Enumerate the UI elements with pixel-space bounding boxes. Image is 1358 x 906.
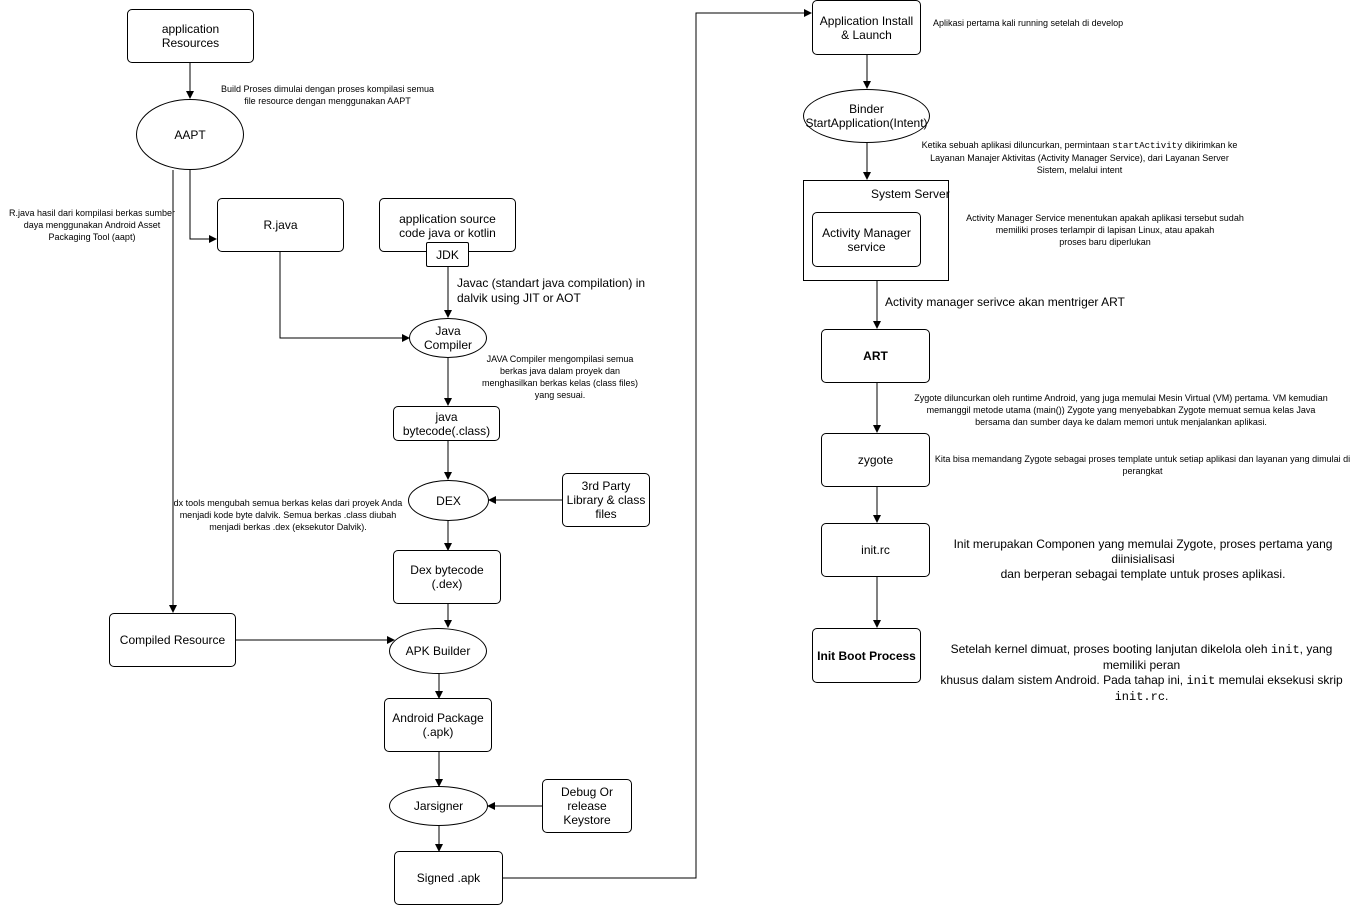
start-activity-text-2: dikirimkan ke Layanan Manajer Aktivitas … (930, 140, 1238, 175)
android-package-node[interactable]: Android Package (.apk) (384, 698, 492, 752)
start-activity-note: Ketika sebuah aplikasi diluncurkan, perm… (912, 139, 1247, 176)
ams-trigger-art-note: Activity manager serivce akan mentriger … (885, 295, 1125, 309)
kernel-text-2: , yang memiliki peran khusus dalam siste… (940, 642, 1333, 687)
application-source-code-node[interactable]: application source code java or kotlin (379, 198, 516, 252)
rjava-description-note: R.java hasil dari kompilasi berkas sumbe… (8, 208, 176, 242)
rjava-node[interactable]: R.java (217, 198, 344, 252)
apk-builder-label: APK Builder (405, 644, 471, 658)
java-bytecode-node[interactable]: java bytecode(.class) (393, 406, 500, 441)
javac-note: Javac (standart java compilation) in dal… (457, 276, 646, 305)
kernel-boot-note: Setelah kernel dimuat, proses booting la… (930, 642, 1353, 705)
install-description-note: Aplikasi pertama kali running setelah di… (933, 18, 1124, 28)
init-rc-label: init.rc (861, 543, 890, 557)
activity-manager-node[interactable]: Activity Manager service (812, 212, 921, 267)
start-activity-text-1: Ketika sebuah aplikasi diluncurkan, perm… (921, 140, 1113, 150)
keystore-label: Debug Or release Keystore (560, 785, 614, 827)
signed-apk-node[interactable]: Signed .apk (394, 851, 503, 905)
edge-rjava-to-java-compiler (279, 252, 410, 342)
jdk-node[interactable]: JDK (426, 242, 469, 267)
start-activity-code: startActivity (1112, 141, 1183, 151)
application-install-node[interactable]: Application Install & Launch (812, 0, 921, 55)
application-resources-node[interactable]: application Resources (127, 9, 254, 63)
init-boot-process-label: Init Boot Process (817, 648, 916, 663)
aapt-node[interactable]: AAPT (136, 99, 244, 170)
keystore-node[interactable]: Debug Or release Keystore (542, 779, 632, 833)
jarsigner-label: Jarsigner (413, 799, 464, 813)
edge-signed-apk-to-install (503, 9, 812, 879)
system-server-label: System Server (871, 187, 950, 201)
application-source-code-label: application source code java or kotlin (399, 212, 496, 240)
activity-manager-description-note: Activity Manager Service menentukan apak… (966, 213, 1244, 247)
zygote-template-note: Kita bisa memandang Zygote sebagai prose… (934, 454, 1351, 476)
application-install-label: Application Install & Launch (819, 13, 914, 42)
zygote-node[interactable]: zygote (821, 433, 930, 487)
jarsigner-node[interactable]: Jarsigner (389, 786, 488, 826)
java-compiler-label: Java Compiler (423, 324, 472, 352)
dx-tools-note: dx tools mengubah semua berkas kelas dar… (173, 498, 403, 532)
third-party-library-label: 3rd Party Library & class files (566, 479, 646, 521)
java-compiler-description-note: JAVA Compiler mengompilasi semua berkas … (481, 354, 639, 400)
aapt-label: AAPT (174, 127, 206, 142)
binder-node[interactable]: Binder StartApplication(Intent) (803, 89, 930, 143)
third-party-library-node[interactable]: 3rd Party Library & class files (562, 473, 650, 527)
application-resources-label: application Resources (161, 22, 220, 50)
java-bytecode-label: java bytecode(.class) (402, 409, 491, 438)
build-process-note: Build Proses dimulai dengan proses kompi… (220, 84, 435, 106)
activity-manager-label: Activity Manager service (822, 225, 911, 254)
dex-bytecode-label: Dex bytecode (.dex) (410, 563, 484, 591)
kernel-code-init-1: init (1270, 643, 1300, 657)
kernel-code-init-2: init (1186, 674, 1216, 688)
edge-aapt-to-rjava (189, 170, 217, 243)
compiled-resource-label: Compiled Resource (119, 633, 226, 647)
art-node[interactable]: ART (821, 329, 930, 383)
system-server-container[interactable] (803, 180, 949, 281)
init-boot-process-node[interactable]: Init Boot Process (812, 628, 921, 683)
android-package-label: Android Package (.apk) (392, 711, 484, 739)
zygote-label: zygote (857, 453, 894, 467)
compiled-resource-node[interactable]: Compiled Resource (109, 613, 236, 667)
art-label: ART (863, 349, 888, 363)
kernel-code-init-rc: init.rc (1114, 690, 1166, 704)
init-rc-node[interactable]: init.rc (821, 523, 930, 577)
zygote-launch-note: Zygote diluncurkan oleh runtime Android,… (914, 393, 1328, 427)
dex-label: DEX (436, 493, 461, 508)
java-compiler-node[interactable]: Java Compiler (409, 318, 487, 358)
kernel-text-1: Setelah kernel dimuat, proses booting la… (950, 642, 1271, 656)
kernel-text-4: . (1165, 689, 1169, 703)
dex-node[interactable]: DEX (408, 480, 489, 521)
init-description-note: Init merupakan Componen yang memulai Zyg… (953, 537, 1333, 581)
dex-bytecode-node[interactable]: Dex bytecode (.dex) (393, 550, 501, 604)
kernel-text-3: memulai eksekusi skrip (1215, 673, 1343, 687)
signed-apk-label: Signed .apk (416, 871, 481, 885)
apk-builder-node[interactable]: APK Builder (389, 628, 487, 674)
jdk-label: JDK (436, 247, 459, 262)
rjava-label: R.java (263, 218, 298, 232)
binder-label: Binder StartApplication(Intent) (805, 102, 928, 130)
